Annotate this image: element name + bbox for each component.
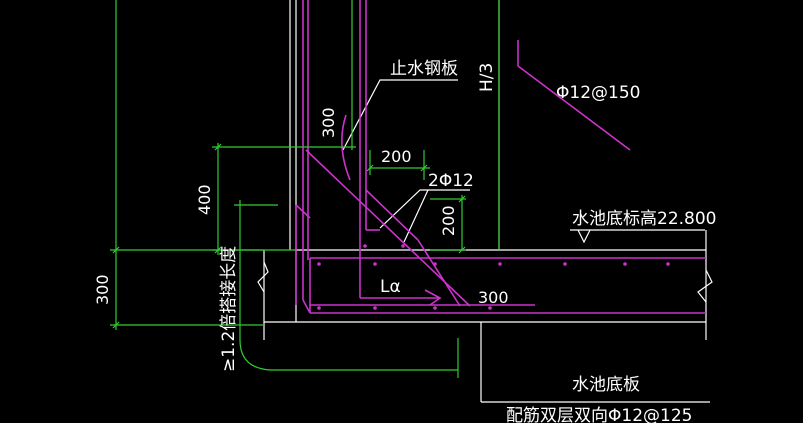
- dim-tick: [420, 164, 428, 172]
- label-lap-length: ≥1.2倍搭接长度: [219, 246, 239, 372]
- dimension-ticks: [112, 143, 466, 329]
- label-dim-300-top: 300: [319, 107, 338, 138]
- label-slab-rebar: 配筋双层双向Φ12@125: [506, 406, 692, 423]
- break-line-right: [697, 269, 713, 303]
- rebar-wall-bottom-connector: [302, 299, 311, 314]
- label-pool-bottom-slab: 水池底板: [572, 375, 640, 395]
- dim-tick: [214, 143, 222, 151]
- label-dim-300-mid: 300: [478, 288, 509, 307]
- rebar-dot: [563, 262, 567, 266]
- label-water-stop-plate: 止水钢板: [390, 59, 458, 79]
- label-h-third: H/3: [477, 63, 497, 92]
- rebar-dot: [666, 262, 670, 266]
- dim-tick: [458, 246, 466, 254]
- dim-tick: [112, 321, 120, 329]
- rebar-dot: [488, 306, 492, 310]
- label-pool-bottom-elev: 水池底标高22.800: [572, 209, 716, 229]
- rebar-la-hook: [424, 289, 442, 306]
- rebar-dot: [623, 262, 627, 266]
- label-rebar-phi12-150: Φ12@150: [556, 83, 640, 103]
- concrete-outline: [257, 0, 713, 403]
- dim-tick: [458, 195, 466, 203]
- break-line-left: [257, 261, 269, 293]
- rebar-dot: [363, 244, 367, 248]
- dimension-lines: [110, 0, 500, 378]
- rebar-phi12-150-diag: [517, 65, 631, 151]
- rebar-diagonal-2: [365, 189, 419, 241]
- rebar-dot: [401, 244, 405, 248]
- water-stop-plate: [341, 114, 351, 181]
- rebar-dot: [498, 262, 502, 266]
- rebar-dot: [317, 262, 321, 266]
- label-dim-300-left: 300: [93, 274, 112, 305]
- rebar-dot: [317, 306, 321, 310]
- dim-tick: [112, 246, 120, 254]
- label-la: Lα: [380, 277, 401, 297]
- lap-hook: [239, 339, 458, 371]
- rebar-dot: [433, 306, 437, 310]
- dim-tick: [214, 246, 222, 254]
- label-rebar-2phi12: 2Φ12: [428, 171, 474, 191]
- elev-triangle: [577, 229, 591, 244]
- label-dim-400: 400: [195, 184, 214, 215]
- rebar-dots: [317, 244, 670, 310]
- rebar-2phi12-leader-b: [403, 189, 429, 243]
- rebar-diagonal-3: [295, 204, 311, 219]
- label-dim-200-a: 200: [381, 147, 412, 166]
- rebar-dot: [373, 262, 377, 266]
- label-dim-200-b: 200: [439, 205, 458, 236]
- rebar-dot: [433, 262, 437, 266]
- rebar-dot: [373, 306, 377, 310]
- dim-tick: [366, 164, 374, 172]
- rebar-corner-haunch: [417, 239, 461, 307]
- water-stop-leader: [342, 79, 458, 151]
- rebar-group: [295, 0, 706, 314]
